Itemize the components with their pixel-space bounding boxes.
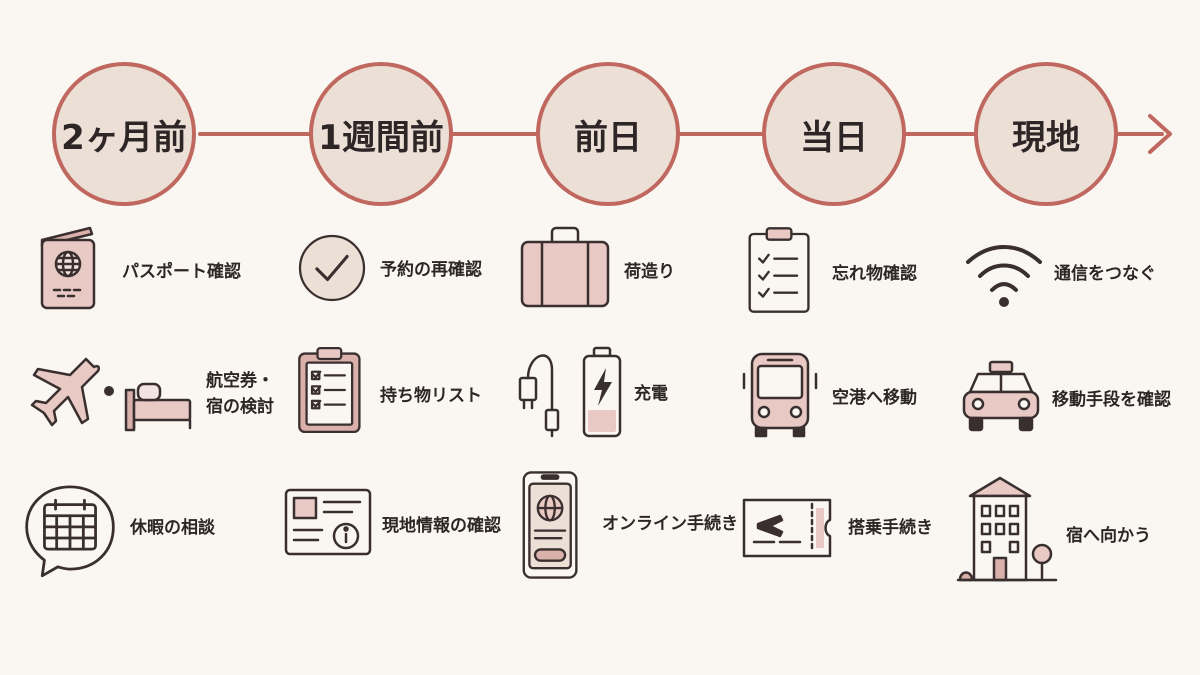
clipboard-checklist-icon [298,346,361,434]
task-label: オンライン手続き [602,514,738,534]
stage-label: 1週間前 [318,117,444,158]
task-label: 現地情報の確認 [382,516,501,536]
task-flight-hotel: 航空券・ 宿の検討 [24,348,284,443]
task-label: 予約の再確認 [380,260,482,280]
stage-same-day: 当日 [762,62,906,206]
smartphone-globe-icon [522,471,578,579]
task-label: 充電 [634,384,668,404]
task-label: 休暇の相談 [130,518,215,538]
task-go-airport: 空港へ移動 [740,348,960,448]
task-charging: 充電 [512,344,732,444]
passport-icon [40,226,96,310]
timeline-arrow-icon [1148,114,1172,154]
task-label: 忘れ物確認 [832,264,917,284]
bus-icon [742,352,818,438]
stage-label: 前日 [574,117,642,158]
calendar-bubble-icon [25,485,115,578]
stage-label: 2ヶ月前 [61,117,187,158]
stage-label: 現地 [1012,117,1080,158]
task-packing-list: 持ち物リスト [292,340,522,450]
check-circle-icon [298,234,366,302]
task-transport: 移動手段を確認 [960,360,1200,440]
stage-label: 当日 [800,117,868,158]
task-label-line1: 航空券・ [206,371,274,391]
checklist-icon [748,227,810,313]
task-boarding: 搭乗手続き [740,494,970,574]
task-vacation: 休暇の相談 [20,478,260,578]
stage-day-before: 前日 [536,62,680,206]
task-label: 持ち物リスト [380,386,482,406]
task-local-info: 現地情報の確認 [282,484,532,574]
task-label: 移動手段を確認 [1052,390,1171,410]
task-forgotten-check: 忘れ物確認 [744,224,964,324]
task-passport: パスポート確認 [30,222,270,317]
bed-icon [124,382,192,432]
task-label: 荷造り [624,262,675,282]
task-label: 搭乗手続き [848,518,933,538]
task-online-checkin: オンライン手続き [520,466,760,586]
stage-one-week: 1週間前 [309,62,453,206]
task-connect: 通信をつなぐ [962,238,1192,318]
task-label: 通信をつなぐ [1054,264,1156,284]
info-card-icon [284,488,372,556]
task-packing: 荷造り [518,222,738,317]
task-label: パスポート確認 [122,262,241,282]
hotel-icon [956,476,1058,582]
task-label: 空港へ移動 [832,388,917,408]
separator-dot [104,386,114,396]
airplane-icon [30,357,101,427]
stage-destination: 現地 [974,62,1118,206]
task-to-hotel: 宿へ向かう [956,474,1196,586]
task-reconfirm: 予約の再確認 [292,228,522,318]
task-label: 宿へ向かう [1066,526,1151,546]
suitcase-icon [520,226,610,308]
wifi-icon [966,245,1042,307]
stage-two-months: 2ヶ月前 [52,62,196,206]
boarding-pass-icon [742,498,832,558]
charger-icon [518,354,560,438]
battery-icon [582,346,622,438]
task-label-line2: 宿の検討 [206,397,274,417]
taxi-icon [962,360,1040,432]
